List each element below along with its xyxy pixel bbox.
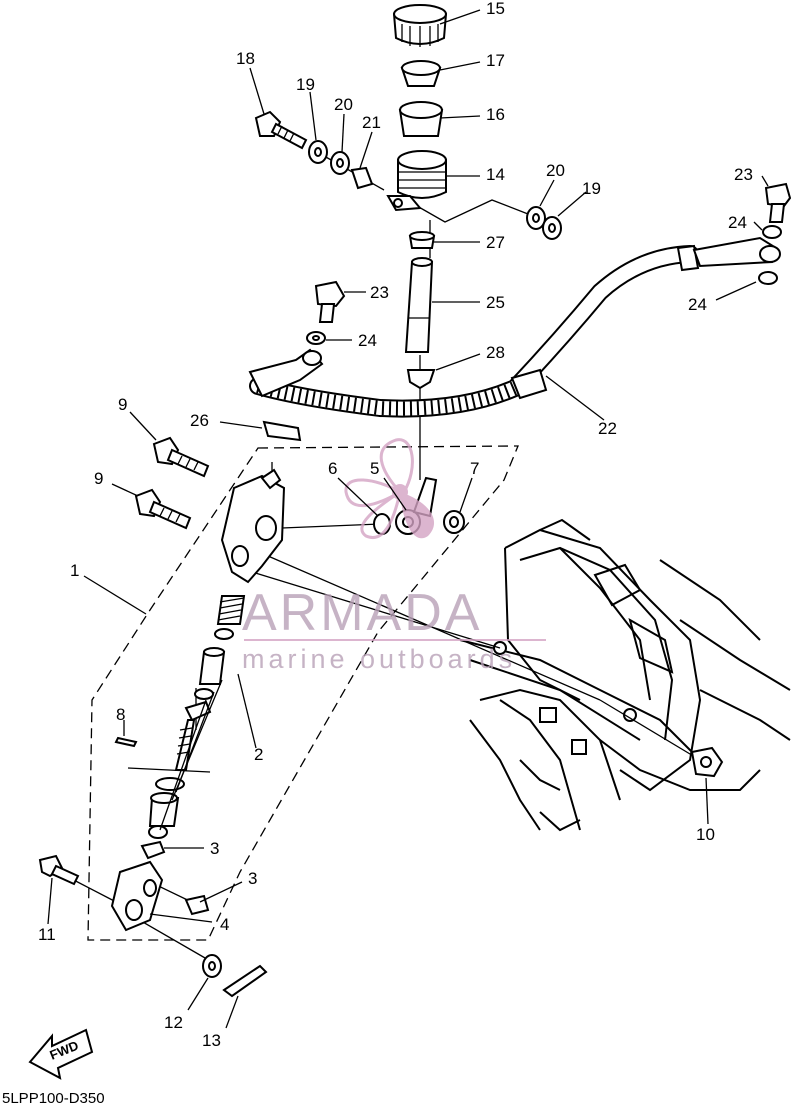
bolt-23-top [314, 280, 346, 323]
callout-21: 21 [362, 113, 381, 132]
callout-26: 26 [190, 411, 209, 430]
bolt-9-upper [152, 436, 210, 478]
callout-6: 6 [328, 459, 337, 478]
callout-11: 11 [38, 925, 56, 944]
bolt-9-lower [134, 488, 192, 530]
pushrod-assembly-2 [148, 595, 246, 839]
callout-20-left: 20 [334, 95, 353, 114]
washer-20 [330, 151, 350, 175]
callout-23-left: 23 [370, 283, 389, 302]
bracket-26 [262, 420, 302, 442]
callout-20-right: 20 [546, 161, 565, 180]
washer-12 [202, 954, 222, 978]
brake-hose-22 [248, 236, 781, 418]
callout-24-right-bottom: 24 [688, 295, 707, 314]
callout-labels: 1 2 3 3 4 5 6 7 8 9 9 10 11 12 13 14 15 … [38, 0, 753, 1050]
callout-3-upper: 3 [210, 839, 219, 858]
reservoir-cap [392, 4, 448, 47]
bolt-23-right [764, 182, 791, 223]
fwd-arrow-icon: FWD [28, 1028, 94, 1080]
callout-19-right: 19 [582, 179, 601, 198]
callout-12: 12 [164, 1013, 183, 1032]
washer-20-right [526, 206, 546, 230]
watermark: ARMADA marine outboards [242, 438, 546, 674]
callout-4: 4 [220, 915, 229, 934]
callout-2: 2 [254, 745, 263, 764]
callout-5: 5 [370, 459, 379, 478]
washer-19 [308, 140, 328, 164]
callout-17: 17 [486, 51, 505, 70]
callout-28: 28 [486, 343, 505, 362]
washer-24-left [306, 331, 326, 345]
callout-27: 27 [486, 233, 505, 252]
hose-25 [404, 257, 434, 353]
nut-3-upper [140, 840, 166, 860]
assembly-boundary [87, 445, 519, 941]
propeller-logo-icon [344, 438, 435, 540]
callout-10: 10 [696, 825, 715, 844]
clamp-27 [408, 231, 436, 249]
washer-19-right [542, 216, 562, 240]
callout-18: 18 [236, 49, 255, 68]
callout-7: 7 [470, 459, 479, 478]
callout-13: 13 [202, 1031, 221, 1050]
pin-6 [373, 513, 391, 535]
callout-1: 1 [70, 561, 79, 580]
callout-19-left: 19 [296, 75, 315, 94]
frame-structure [459, 518, 791, 832]
master-cylinder-bracket [220, 468, 286, 584]
callout-9-lower: 9 [94, 469, 103, 488]
callout-24-left: 24 [358, 331, 377, 350]
bolt-18 [254, 110, 308, 150]
callout-8: 8 [116, 705, 125, 724]
diaphragm-plate [400, 60, 442, 87]
callout-3-lower: 3 [248, 869, 257, 888]
nut-10 [690, 746, 724, 778]
watermark-brand: ARMADA [242, 584, 482, 642]
reservoir-body [386, 150, 447, 212]
clamp-28 [406, 369, 436, 390]
diaphragm [398, 101, 444, 137]
callout-15: 15 [486, 0, 505, 18]
callout-23-right: 23 [734, 165, 753, 184]
clip-7 [443, 510, 465, 534]
callout-24-right-top: 24 [728, 213, 747, 232]
callout-25: 25 [486, 293, 505, 312]
collar-21 [350, 166, 374, 190]
projection-lines [65, 147, 701, 963]
pin-11 [38, 854, 80, 886]
pin-8 [114, 736, 138, 748]
washer-24-right-bottom [758, 271, 778, 285]
callout-9-upper: 9 [118, 395, 127, 414]
cotter-pin-13 [222, 964, 268, 998]
watermark-tagline: marine outboards [242, 644, 516, 674]
leader-lines [47, 9, 769, 1029]
drawing-code: 5LPP100-D350 [2, 1090, 105, 1105]
washer-24-right-top [762, 225, 782, 239]
callout-16: 16 [486, 105, 505, 124]
callout-22: 22 [598, 419, 617, 438]
callout-14: 14 [486, 165, 505, 184]
clevis-4 [110, 860, 164, 932]
nut-3-lower [184, 894, 210, 916]
